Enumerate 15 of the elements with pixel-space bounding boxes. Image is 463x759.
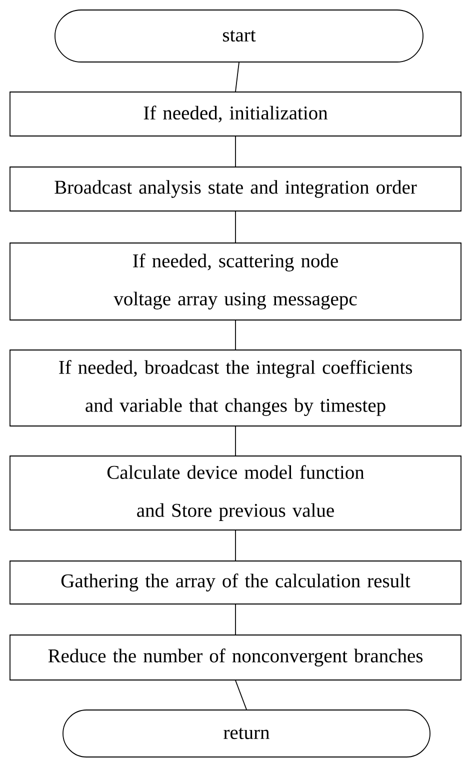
process-box: If needed, broadcast the integral coefficients and variable that changes by timestep [10, 350, 462, 426]
process-box: If needed, scattering node voltage array using messagepc [10, 242, 462, 320]
connector-line [235, 320, 236, 350]
connector-line [235, 211, 236, 243]
process-box: Broadcast analysis state and integration order [10, 166, 462, 212]
connector-line [235, 530, 236, 561]
connector-line [235, 604, 236, 635]
connector-line [235, 62, 240, 92]
connector-line [235, 136, 236, 167]
process-box: Calculate device model function and Store previous value [10, 456, 462, 530]
process-box: If needed, initialization [10, 92, 462, 136]
connector-line [235, 680, 247, 710]
process-box: Reduce the number of nonconvergent branches [10, 634, 462, 680]
process-box: Gathering the array of the calculation result [10, 560, 462, 604]
connector-line [235, 426, 236, 456]
